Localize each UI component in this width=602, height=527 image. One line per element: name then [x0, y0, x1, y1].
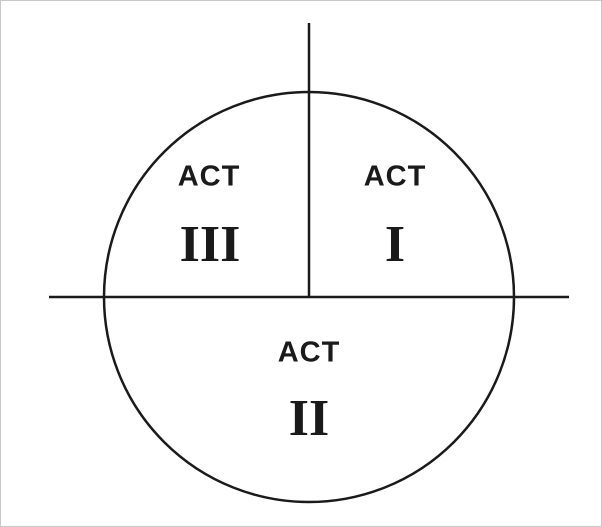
act-3-numeral: III: [179, 216, 241, 273]
act-1-numeral: I: [384, 216, 406, 273]
act-2-numeral: II: [288, 390, 330, 447]
act-1-word: ACT: [363, 160, 427, 193]
act-2-word: ACT: [277, 336, 341, 369]
act-3-word: ACT: [177, 160, 241, 193]
